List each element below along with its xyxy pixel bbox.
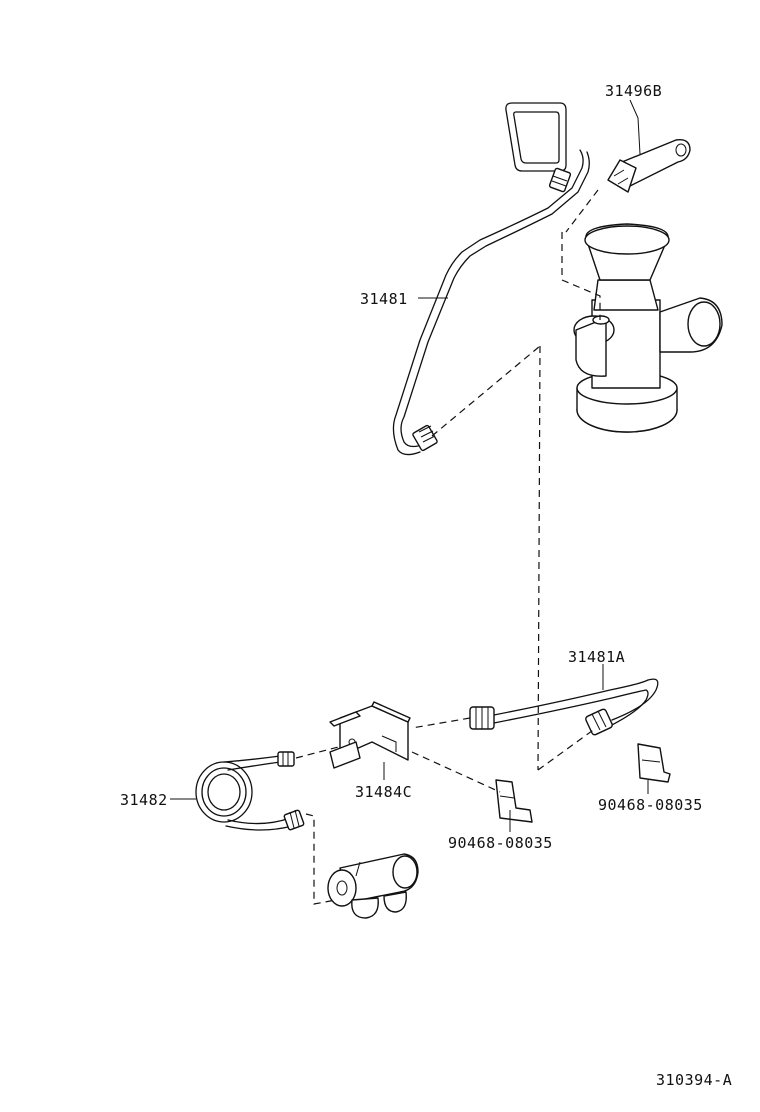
release-cylinder xyxy=(327,853,419,919)
flexible-hose-31481A xyxy=(469,678,659,736)
part-labels: 31496B 31481 31481A 31484C 31482 90468-0… xyxy=(120,82,732,1089)
label-90468-08035-b: 90468-08035 xyxy=(598,796,703,814)
leader-lines xyxy=(170,99,649,832)
bracket-31484C xyxy=(329,701,411,769)
clip-31496B xyxy=(607,139,691,193)
label-31482: 31482 xyxy=(120,791,168,809)
diagram-reference-code: 310394-A xyxy=(656,1071,732,1089)
label-31496B: 31496B xyxy=(605,82,662,100)
clutch-tube-31482 xyxy=(195,751,305,831)
label-31484C: 31484C xyxy=(355,783,412,801)
assembly-lines xyxy=(295,189,601,905)
clip-90468-08035-a xyxy=(495,779,533,823)
label-31481: 31481 xyxy=(360,290,408,308)
clip-90468-08035-b xyxy=(637,743,671,783)
label-90468-08035-a: 90468-08035 xyxy=(448,834,553,852)
clutch-master-cylinder xyxy=(573,223,723,433)
label-31481A: 31481A xyxy=(568,648,625,666)
clutch-pipe-31481 xyxy=(392,102,590,456)
